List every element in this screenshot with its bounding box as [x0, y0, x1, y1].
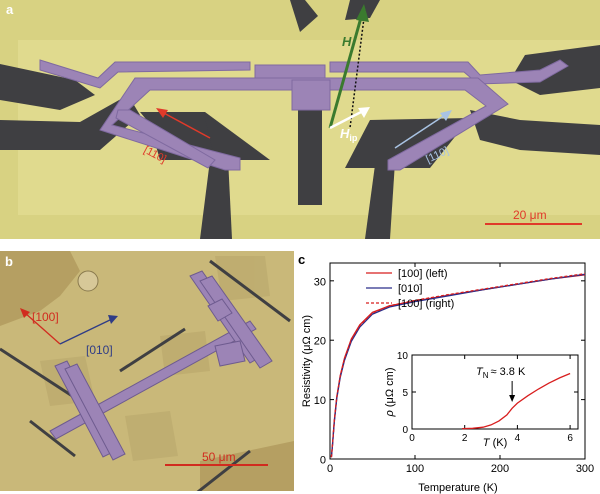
right-direction-arrow	[394, 114, 446, 149]
main-y-axis-label: Resistivity (μΩ cm)	[301, 315, 313, 407]
inset-x-tick-label: 6	[567, 433, 573, 444]
legend-label-010: [010]	[398, 283, 422, 295]
tn-arrow-head	[509, 395, 516, 402]
inset-series-line-0	[462, 372, 571, 430]
label-100: [100]	[32, 310, 59, 324]
inset-series-group	[462, 372, 571, 430]
main-x-tick-label: 100	[406, 463, 424, 475]
legend: [100] (left) [010] [100] (right)	[366, 268, 454, 310]
panel-b-micrograph: [100] [010] 50 μm b	[0, 251, 294, 491]
debris-particle	[77, 270, 99, 292]
inset-plot-frame	[411, 354, 579, 430]
main-x-axis-label: Temperature (K)	[418, 482, 497, 494]
label-010: [010]	[86, 343, 113, 357]
main-series-group	[330, 273, 586, 458]
tn-arrow	[509, 381, 516, 402]
inset-y-tick-label: 5	[402, 388, 408, 399]
panel-a-letter: a	[6, 2, 14, 17]
device-structure	[39, 59, 569, 171]
scale-bar-a-label: 20 μm	[513, 208, 547, 222]
arrow-010	[59, 318, 113, 345]
main-series-line-2	[330, 273, 586, 458]
main-y-tick-label: 20	[314, 336, 326, 348]
panel-b-sem-image: [100] [010] 50 μm b	[0, 251, 294, 491]
main-x-tick-label: 300	[576, 463, 594, 475]
arrow-010-head	[108, 315, 118, 324]
panel-b-letter: b	[5, 254, 13, 269]
panel-c-letter: c	[298, 252, 305, 267]
h-field-label: H	[342, 34, 352, 49]
left-direction-arrowhead	[156, 108, 168, 118]
inset-x-axis-label: T (K)	[483, 437, 507, 449]
tn-annotation: TN≈ 3.8 K	[476, 366, 526, 380]
main-y-tick-label: 10	[314, 395, 326, 407]
inset-y-tick-label: 10	[397, 351, 409, 362]
main-y-tick-label: 30	[314, 276, 326, 288]
hip-arrowhead	[358, 107, 370, 118]
inset-y-axis-label: ρ (μΩ cm)	[384, 368, 396, 418]
panel-a-sem-image: H Hip [110] [110] 20 μm a	[0, 0, 600, 239]
inset-y-tick-label: 0	[402, 425, 408, 436]
trenches	[0, 0, 600, 239]
main-y-tick-label: 0	[320, 455, 326, 467]
inset-axis-ticks: 0 2 4 6 0 5 10	[397, 351, 578, 444]
panel-a-micrograph: H Hip [110] [110] 20 μm a	[0, 0, 600, 239]
trenches-b	[0, 259, 291, 491]
main-plot-frame	[329, 262, 586, 460]
inset-x-tick-label: 2	[462, 433, 468, 444]
right-direction-arrowhead	[440, 110, 452, 121]
h-field-arrowhead	[356, 4, 369, 22]
legend-label-100-right: [100] (right)	[398, 298, 454, 310]
main-x-tick-label: 0	[327, 463, 333, 475]
inset-x-tick-label: 4	[515, 433, 521, 444]
inset-x-tick-label: 0	[409, 433, 415, 444]
h-field-arrow	[328, 13, 364, 129]
arrow-100-head	[20, 308, 30, 318]
scale-bar-b-label: 50 μm	[202, 450, 236, 464]
main-x-tick-label: 200	[491, 463, 509, 475]
device-structure-b	[49, 270, 273, 461]
legend-label-100-left: [100] (left)	[398, 268, 448, 280]
hip-label: Hip	[340, 126, 358, 143]
debris-top-left	[0, 251, 80, 326]
arrow-100	[24, 312, 61, 345]
left-direction-arrow	[161, 111, 211, 139]
hip-arrow	[329, 108, 366, 130]
